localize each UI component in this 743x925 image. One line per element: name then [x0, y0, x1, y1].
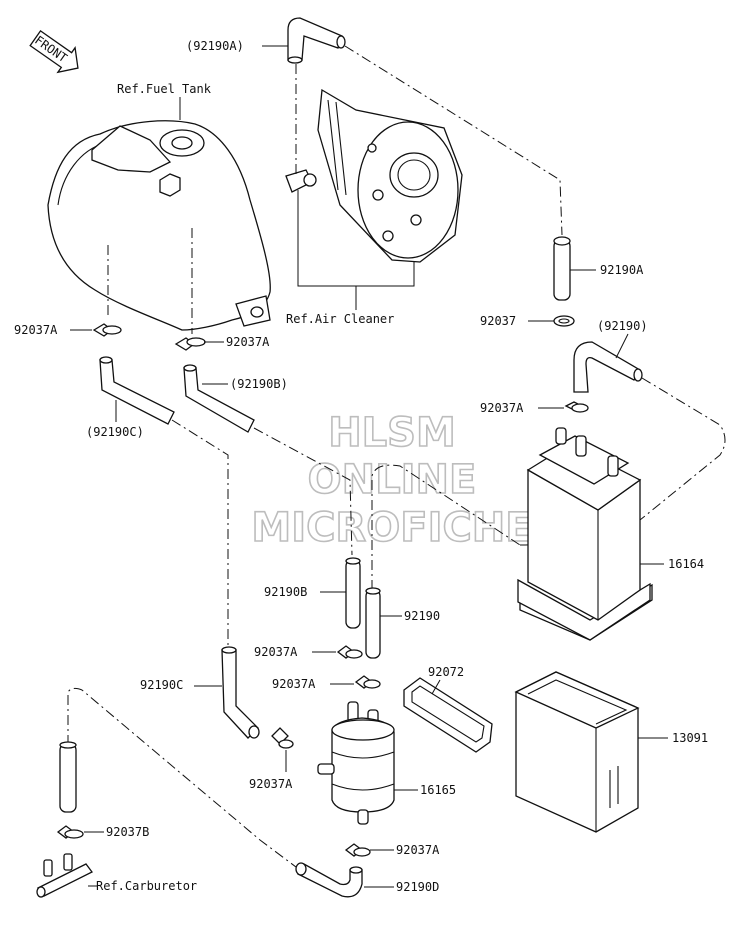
bracket-13091-label: 13091	[672, 731, 708, 745]
hose-92190D-label: 92190D	[396, 880, 439, 894]
hose-92190B-label: 92190B	[264, 585, 307, 599]
hose-route-92190	[371, 464, 521, 590]
carburetor-fitting-icon	[36, 853, 93, 898]
hose-92190B-paren-label: (92190B)	[230, 377, 288, 391]
hose-route-top-right	[344, 45, 563, 236]
fuel-filter-16165	[317, 701, 395, 825]
hose-92190A-right-label: 92190A	[600, 263, 644, 277]
clip-92037A-bottom-label: 92037A	[396, 843, 440, 857]
band-92072-leader	[431, 679, 441, 695]
fuel-tank	[47, 120, 271, 334]
hose-92190A-top-label: (92190A)	[186, 39, 244, 53]
clip-92037A-tank-left-icon	[92, 323, 122, 337]
ref-air-cleaner-label: Ref.Air Cleaner	[286, 312, 394, 326]
clip-92037A-filter-side-label: 92037A	[249, 777, 293, 791]
clip-92037A-tank-right-icon	[174, 337, 206, 351]
hose-92190A-upper	[287, 17, 346, 64]
watermark-line-1: HLSM	[328, 410, 456, 456]
hose-92190-lower	[365, 587, 381, 659]
watermark: HLSM ONLINE MICROFICHE	[251, 409, 534, 552]
clip-92037A-bottom-icon	[344, 843, 371, 857]
canister-16164-label: 16164	[668, 557, 704, 571]
front-arrow-icon: FRONT	[29, 29, 79, 74]
clip-92037A-filter-top-label: 92037A	[272, 677, 316, 691]
hose-route-92190B	[253, 427, 353, 556]
clip-92037A-tank-right-label: 92037A	[226, 335, 270, 349]
ref-fuel-tank-label: Ref.Fuel Tank	[117, 82, 212, 96]
clip-92037A-filter-side-icon	[271, 727, 294, 749]
band-92072	[403, 677, 493, 753]
hose-92190C-upper	[99, 356, 175, 425]
clip-92037A-tank-left-label: 92037A	[14, 323, 58, 337]
canister-16164	[517, 427, 653, 641]
hose-92190-label: 92190	[404, 609, 440, 623]
hose-92190C-lower	[221, 646, 260, 739]
clip-92037-label: 92037	[480, 314, 516, 328]
band-92072-label: 92072	[428, 665, 464, 679]
hose-92190D	[295, 862, 363, 898]
hose-route-carburetor	[67, 687, 301, 871]
hose-92190-paren-leader	[615, 333, 629, 359]
clip-92037A-canister-label: 92037A	[480, 401, 524, 415]
hose-92190C-label: 92190C	[140, 678, 183, 692]
clip-92037A-mid-icon	[336, 645, 363, 659]
hose-route-92190C	[171, 419, 229, 645]
clip-92037B-icon	[56, 825, 84, 839]
clip-92037A-filter-top-icon	[354, 675, 381, 689]
hose-left-vertical	[59, 741, 77, 813]
hose-92190B-upper	[183, 364, 255, 433]
bracket-13091	[514, 671, 640, 833]
hose-92190A-lower	[553, 236, 571, 301]
air-cleaner	[285, 88, 463, 263]
hose-92190C-paren-label: (92190C)	[86, 425, 144, 439]
clip-92037A-canister-icon	[564, 401, 589, 413]
hose-92190-paren-label: (92190)	[597, 319, 648, 333]
watermark-line-3: MICROFICHE	[251, 505, 532, 551]
clip-92037B-label: 92037B	[106, 825, 149, 839]
clip-92037-icon	[553, 315, 575, 327]
hose-92190B-lower	[345, 557, 361, 629]
filter-16165-label: 16165	[420, 783, 456, 797]
watermark-line-2: ONLINE	[308, 457, 477, 503]
hose-92190-canister	[573, 341, 643, 393]
clip-92037A-mid-label: 92037A	[254, 645, 298, 659]
ref-carburetor-label: Ref.Carburetor	[96, 879, 197, 893]
